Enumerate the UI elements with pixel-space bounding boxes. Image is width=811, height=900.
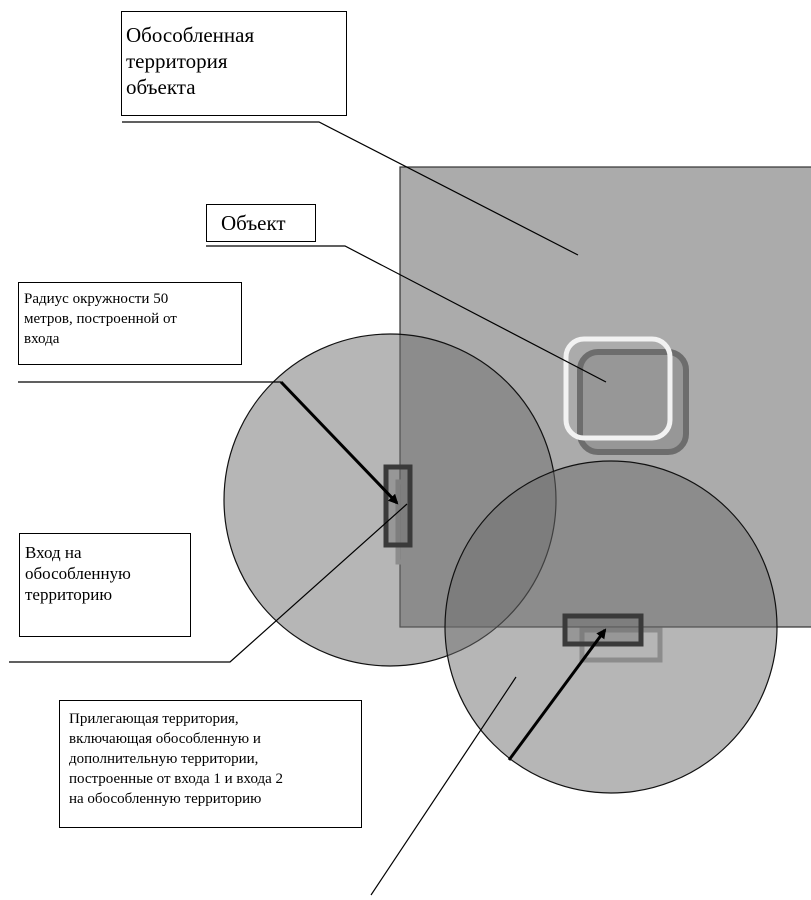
radius-1-arrow	[279, 380, 399, 505]
entrance-leader-line	[9, 503, 408, 663]
territory-label: Обособленная территория объекта	[121, 11, 347, 116]
object-leader-line	[206, 245, 607, 383]
radius-2-arrow	[507, 628, 607, 761]
object-shadow	[577, 349, 689, 455]
entrance-1-marker	[383, 464, 413, 548]
object-label: Объект	[206, 204, 316, 242]
adjacent-territory-label: Прилегающая территория, включающая обосо…	[59, 700, 362, 828]
adjacent-leader-line	[370, 676, 517, 896]
entrance-2-marker	[562, 613, 644, 647]
entrance-label: Вход на обособленную территорию	[19, 533, 191, 637]
entrance-2-radius-circle	[444, 460, 778, 794]
radius-label: Радиус окружности 50 метров, построенной…	[18, 282, 242, 365]
territory-leader-line	[122, 121, 579, 256]
object-shape	[563, 336, 673, 441]
